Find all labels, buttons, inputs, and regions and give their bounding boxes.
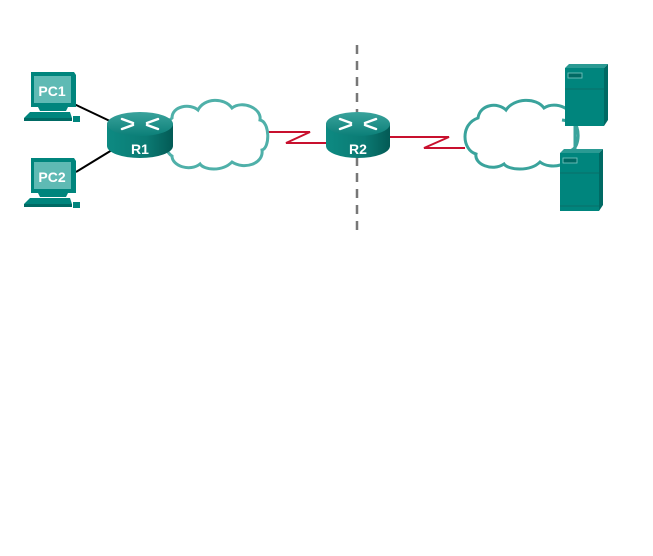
server-icon bbox=[565, 64, 608, 126]
pc2-device[interactable]: PC2 bbox=[24, 158, 80, 208]
pc1-label: PC1 bbox=[38, 83, 65, 99]
server-2[interactable] bbox=[560, 149, 603, 211]
serial-link-r1-r2 bbox=[268, 131, 330, 144]
r2-label: R2 bbox=[349, 141, 367, 157]
router-icon bbox=[326, 112, 390, 158]
server-icon bbox=[560, 149, 603, 211]
server-1[interactable] bbox=[565, 64, 608, 126]
router-icon bbox=[107, 112, 173, 158]
pc2-label: PC2 bbox=[38, 169, 65, 185]
pc-icon bbox=[24, 158, 80, 208]
r1-label: R1 bbox=[131, 141, 149, 157]
serial-link-r2-internet bbox=[388, 136, 465, 149]
link-pc2-r1 bbox=[75, 149, 113, 173]
pc-icon bbox=[24, 72, 80, 122]
wan-cloud-1 bbox=[163, 98, 270, 171]
link-pc1-r1 bbox=[73, 103, 113, 123]
router-r1[interactable]: R1 bbox=[107, 112, 173, 158]
router-r2[interactable]: R2 bbox=[326, 112, 390, 158]
pc1-device[interactable]: PC1 bbox=[24, 72, 80, 122]
